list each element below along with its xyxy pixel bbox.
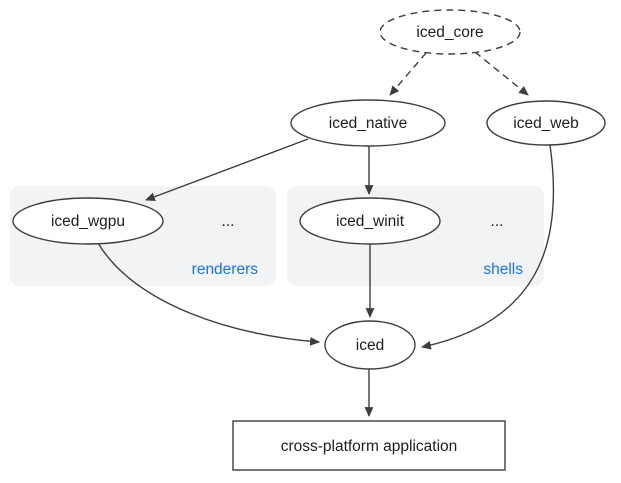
node-iced-winit	[299, 197, 441, 245]
node-iced-native	[290, 99, 446, 147]
node-iced-core	[379, 9, 521, 55]
node-iced-wgpu	[12, 197, 164, 245]
edge-core-to-web-arrow	[474, 51, 529, 96]
node-iced-native-label: iced_native	[329, 115, 407, 132]
node-cross-platform-application-label: cross-platform application	[281, 438, 458, 455]
shells-group-label: shells	[483, 261, 523, 278]
node-iced	[324, 320, 416, 370]
node-iced-web	[486, 100, 606, 146]
node-iced-web-label: iced_web	[513, 115, 579, 132]
edge-native-to-wgpu-arrow	[145, 138, 309, 201]
edge-web-to-iced-arrow	[420, 144, 555, 350]
node-iced-wgpu-label: iced_wgpu	[51, 213, 125, 230]
shells-ellipsis: ...	[491, 213, 504, 230]
renderers-group-label: renderers	[192, 261, 259, 278]
node-iced-core-label: iced_core	[416, 24, 483, 41]
node-cross-platform-application	[232, 420, 506, 471]
node-iced-winit-label: iced_winit	[336, 213, 405, 230]
edge-wgpu-to-iced-arrow	[97, 242, 321, 346]
edge-core-to-native-arrow	[389, 52, 427, 96]
renderers-ellipsis: ...	[222, 213, 235, 230]
node-iced-label: iced	[356, 337, 384, 354]
